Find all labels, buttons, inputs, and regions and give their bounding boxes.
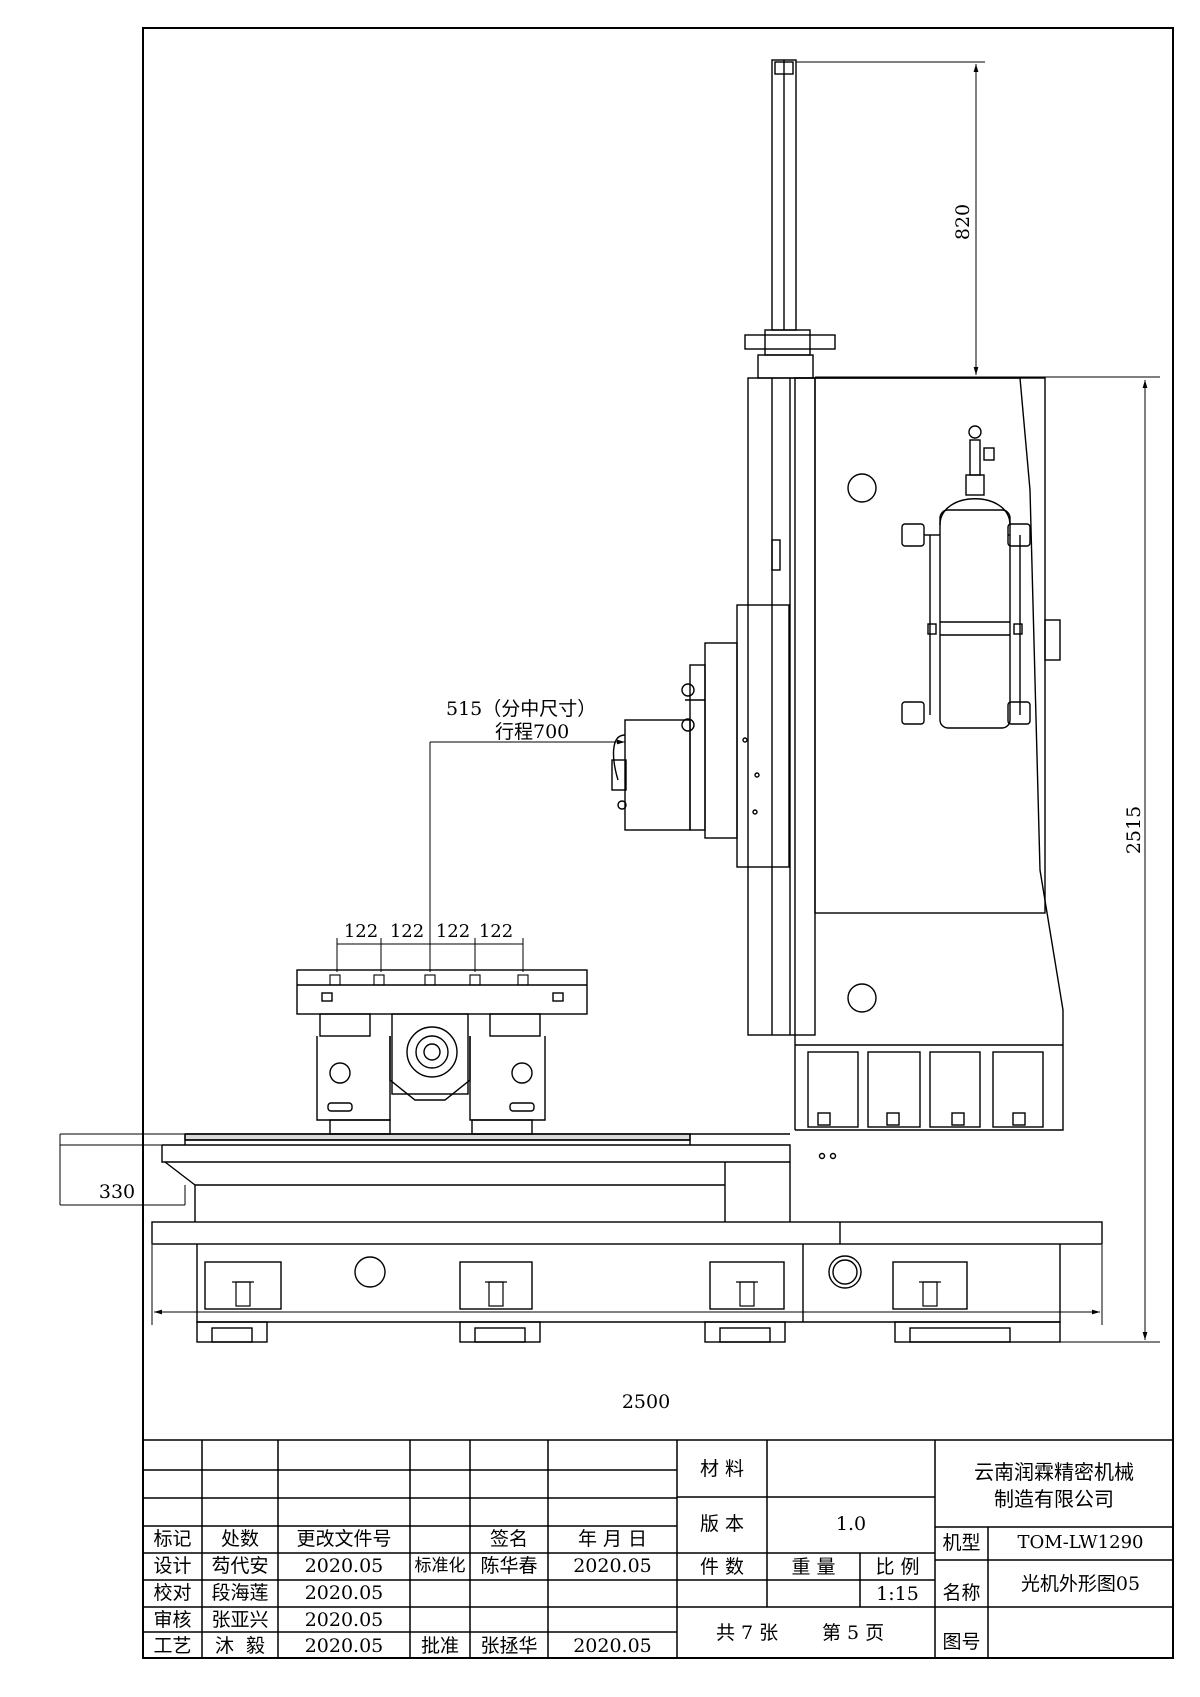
- page-number: 第 5 页: [822, 1622, 885, 1644]
- dim-slot-pitch-3: 122: [436, 921, 470, 942]
- title-block-grid: [142, 1439, 1174, 1659]
- scale-value: 1:15: [876, 1583, 919, 1605]
- dim-travel-note: 行程700: [495, 721, 569, 743]
- dim-2515: 2515: [1123, 806, 1145, 854]
- drawing-no-label: 图号: [942, 1631, 981, 1653]
- sign-date: 2020.05: [304, 1635, 384, 1657]
- sign-role2: 批准: [420, 1635, 459, 1657]
- rev-header-mark: 标记: [153, 1528, 192, 1550]
- rotary-table: [296, 969, 588, 1135]
- sign-date2: 2020.05: [573, 1635, 652, 1657]
- z-axis-ram: [744, 59, 836, 1036]
- dim-2500: 2500: [622, 1391, 670, 1413]
- sign-date: 2020.05: [304, 1609, 384, 1631]
- dimension-lines: [59, 61, 1160, 1343]
- rev-header-zone: 处数: [220, 1528, 259, 1550]
- rev-header-date: 年 月 日: [577, 1528, 648, 1550]
- dim-slot-pitch-1: 122: [344, 921, 378, 942]
- material-label: 材 料: [699, 1458, 745, 1480]
- sheet-count: 共 7 张: [716, 1622, 779, 1644]
- sign-name2: 张拯华: [480, 1635, 538, 1657]
- sign-date2: 2020.05: [573, 1555, 652, 1577]
- version-label: 版 本: [699, 1513, 745, 1535]
- version-value: 1.0: [835, 1513, 867, 1535]
- sign-role: 工艺: [153, 1635, 192, 1657]
- sign-role2: 标准化: [414, 1556, 466, 1576]
- sign-role: 设计: [153, 1555, 192, 1577]
- name-value: 光机外形图05: [1020, 1573, 1141, 1595]
- spindle-head: [611, 604, 790, 868]
- sign-role: 审核: [153, 1609, 192, 1631]
- sign-name: 段海莲: [211, 1582, 269, 1604]
- weight-label: 重 量: [791, 1556, 836, 1578]
- drawing-frame: [142, 27, 1174, 1659]
- sign-date: 2020.05: [304, 1555, 384, 1577]
- company-name-line1: 云南润霖精密机械: [974, 1460, 1134, 1484]
- dim-820: 820: [952, 204, 974, 240]
- dim-slot-pitch-4: 122: [479, 921, 513, 942]
- model-value: TOM-LW1290: [1017, 1532, 1144, 1553]
- model-label: 机型: [942, 1532, 981, 1554]
- table-slide-rail: [161, 1133, 791, 1222]
- scale-label: 比 例: [875, 1556, 920, 1578]
- sign-role: 校对: [153, 1582, 192, 1604]
- counterweight-cylinder: [901, 425, 1031, 729]
- machine-column: [794, 377, 1064, 1160]
- machine-base: [151, 1221, 1103, 1343]
- rev-header-sign: 签名: [489, 1528, 528, 1550]
- qty-label: 件 数: [699, 1556, 745, 1578]
- name-label: 名称: [942, 1582, 981, 1604]
- sign-date: 2020.05: [304, 1582, 384, 1604]
- sign-name2: 陈华春: [480, 1555, 538, 1577]
- dim-330: 330: [99, 1181, 135, 1203]
- company-name-line2: 制造有限公司: [994, 1487, 1114, 1511]
- sign-name: 芶代安: [211, 1555, 269, 1577]
- sign-name: 张亚兴: [211, 1609, 269, 1631]
- dim-center-note: 515（分中尺寸）: [446, 698, 596, 720]
- rev-header-doc: 更改文件号: [296, 1528, 392, 1550]
- sign-name: 沐 毅: [214, 1635, 266, 1657]
- dim-slot-pitch-2: 122: [390, 921, 424, 942]
